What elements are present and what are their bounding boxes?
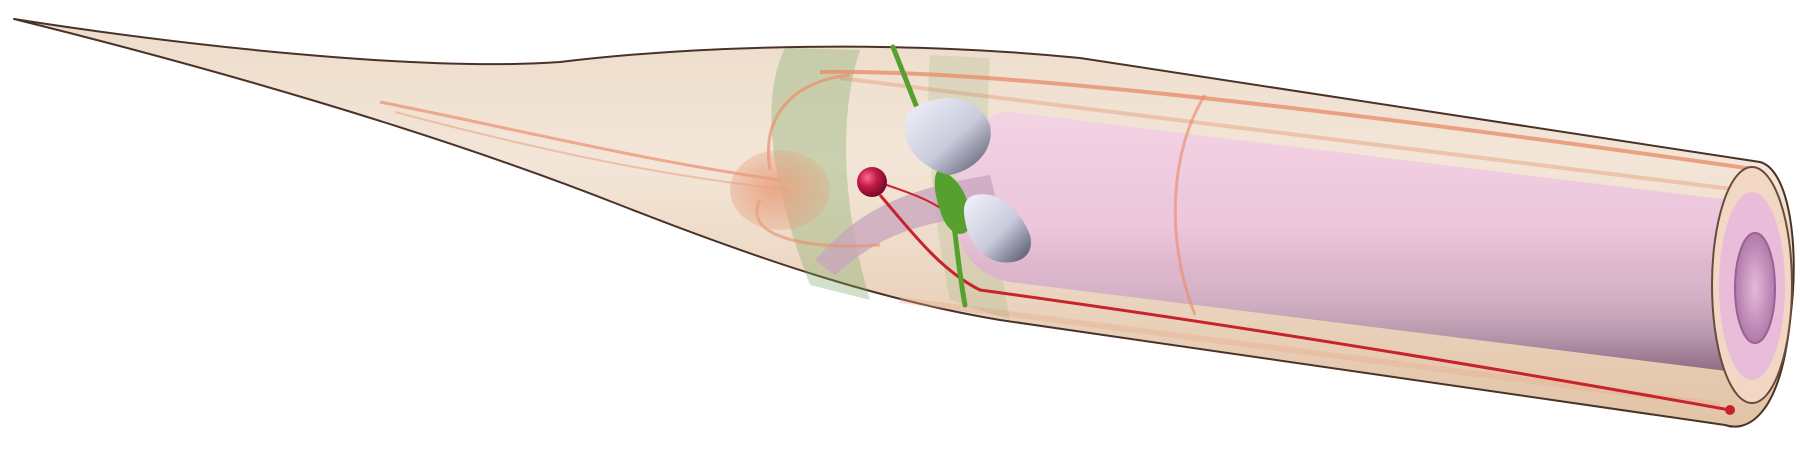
orange-loop-upper [767, 73, 851, 171]
green-ganglion [934, 170, 970, 234]
red-vessel [878, 194, 1731, 412]
lumen-rim [1734, 232, 1776, 344]
orange-filament-tip [379, 100, 781, 182]
lumen [1735, 233, 1775, 343]
sheath-lower-wall [899, 297, 1721, 408]
red-vessel-end [1725, 405, 1735, 415]
orange-ring [1173, 94, 1207, 316]
red-bead [857, 167, 887, 197]
grey-lobe-upper [905, 97, 991, 175]
orange-filament-top [819, 69, 1761, 172]
inner-tube-shade [955, 112, 1756, 372]
grey-lobe-lower [964, 194, 1031, 263]
orange-bulb [730, 150, 830, 230]
sheath-inner-wall [839, 76, 1741, 192]
